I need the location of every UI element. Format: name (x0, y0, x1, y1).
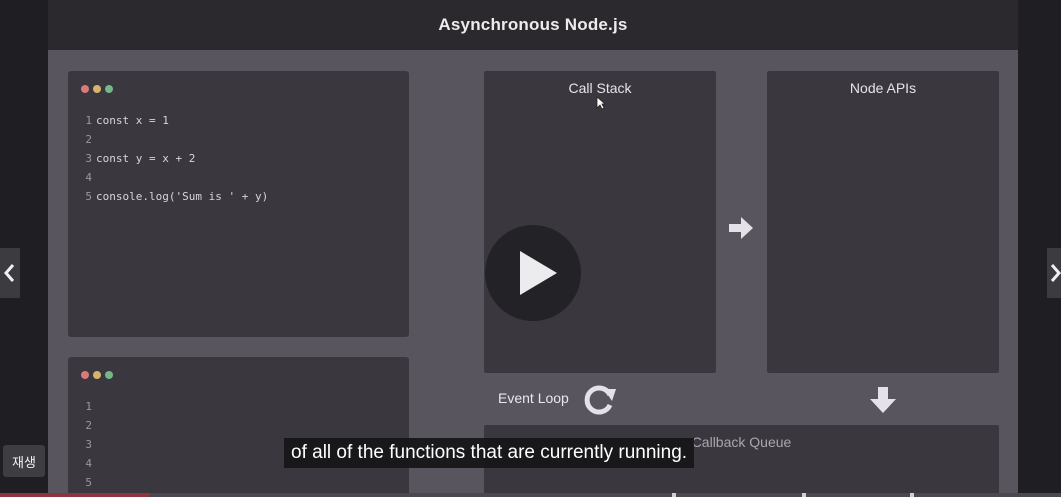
next-button[interactable] (1047, 248, 1061, 298)
window-controls (81, 371, 113, 379)
code-line: 3 const y = x + 2 (81, 149, 268, 168)
chevron-left-icon (4, 264, 15, 282)
video-progress-fill (0, 493, 149, 497)
code-line: 2 (81, 416, 96, 435)
close-dot-icon (81, 85, 89, 93)
video-progress-bar[interactable] (0, 493, 1061, 497)
code-text: const y = x + 2 (96, 152, 196, 165)
code-line: 4 (81, 454, 96, 473)
code-line: 1 const x = 1 (81, 111, 268, 130)
call-stack-title: Call Stack (568, 80, 632, 96)
refresh-icon (584, 385, 616, 415)
maximize-dot-icon (105, 85, 113, 93)
line-number: 4 (85, 457, 92, 470)
play-label-button[interactable]: 재생 (3, 445, 45, 477)
video-frame: Asynchronous Node.js 1 const x = 1 2 3 con… (48, 0, 1018, 497)
minimize-dot-icon (93, 371, 101, 379)
previous-button[interactable] (0, 248, 20, 298)
call-stack-panel: Call Stack (484, 71, 716, 373)
code-line: 2 (81, 130, 268, 149)
code-line: 1 (81, 397, 96, 416)
code-line: 4 (81, 168, 268, 187)
close-dot-icon (81, 371, 89, 379)
play-button[interactable] (485, 225, 581, 321)
code-line: 3 (81, 435, 96, 454)
code-line: 5 (81, 473, 96, 492)
chevron-right-icon (1050, 264, 1061, 282)
callback-queue-title: Callback Queue (691, 434, 792, 450)
code-line: 5 console.log('Sum is ' + y) (81, 187, 268, 206)
maximize-dot-icon (105, 371, 113, 379)
code-editor-top: 1 const x = 1 2 3 const y = x + 2 4 5 conso… (68, 71, 409, 337)
event-loop-label: Event Loop (498, 390, 569, 406)
arrow-down-icon (870, 387, 896, 413)
line-number: 2 (85, 133, 92, 146)
line-number: 3 (85, 438, 92, 451)
line-number: 1 (85, 400, 92, 413)
video-subtitle: of all of the functions that are current… (284, 438, 695, 468)
line-number: 4 (85, 171, 92, 184)
line-number: 3 (85, 152, 92, 165)
node-apis-panel: Node APIs (767, 71, 999, 373)
code-editor-bottom: 1 2 3 4 5 (68, 357, 409, 497)
line-number: 1 (85, 114, 92, 127)
slide-title: Asynchronous Node.js (48, 0, 1018, 50)
line-number: 2 (85, 419, 92, 432)
code-listing: 1 2 3 4 5 (81, 397, 96, 492)
minimize-dot-icon (93, 85, 101, 93)
arrow-right-icon (729, 217, 753, 239)
chapter-marker (910, 493, 914, 497)
code-text: console.log('Sum is ' + y) (96, 190, 269, 203)
line-number: 5 (85, 476, 92, 489)
mouse-cursor-icon (596, 96, 606, 110)
window-controls (81, 85, 113, 93)
code-text: const x = 1 (96, 114, 169, 127)
code-listing: 1 const x = 1 2 3 const y = x + 2 4 5 conso… (81, 111, 268, 206)
line-number: 5 (85, 190, 92, 203)
node-apis-title: Node APIs (849, 80, 917, 96)
play-icon (520, 251, 557, 295)
chapter-marker (802, 493, 806, 497)
chapter-marker (672, 493, 676, 497)
